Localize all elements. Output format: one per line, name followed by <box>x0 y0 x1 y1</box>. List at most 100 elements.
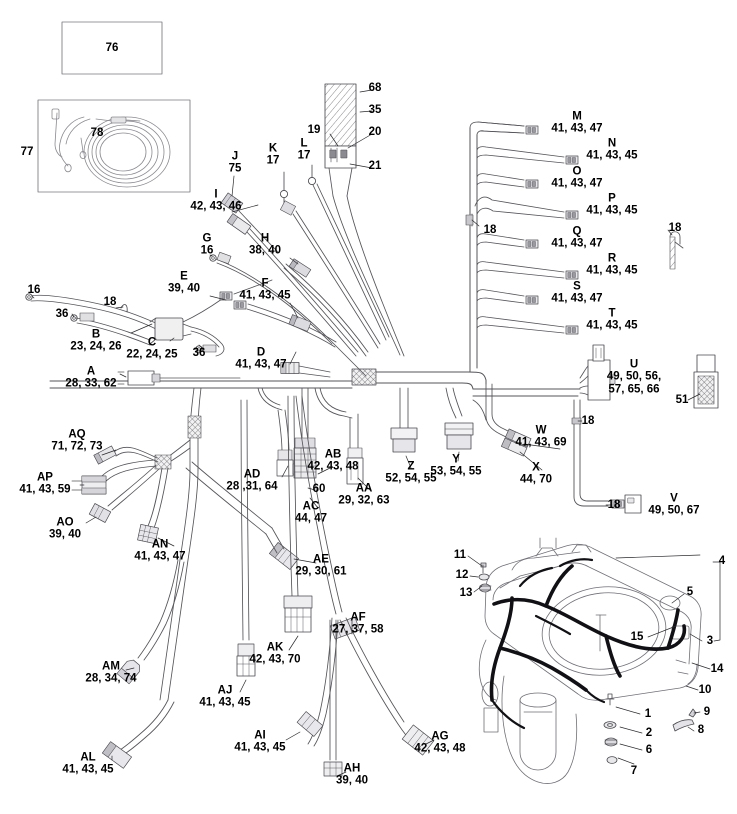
callout-12: 12 <box>456 569 469 581</box>
callout-key: X <box>532 461 540 474</box>
callout-key: 18 <box>668 221 682 234</box>
callout-key: A <box>86 365 96 378</box>
callout-18: 18 <box>608 499 621 511</box>
callout-key: 20 <box>368 125 382 138</box>
callout-key: R <box>607 252 617 265</box>
callout-35: 35 <box>369 104 382 116</box>
callout-15: 15 <box>631 631 644 643</box>
callout-key: J <box>231 150 239 163</box>
callout-20: 20 <box>369 126 382 138</box>
callout-parts: 53, 54, 55 <box>430 466 482 478</box>
callout-key: 36 <box>192 346 206 359</box>
callout-parts: 41, 43, 47 <box>551 238 603 250</box>
callout-parts: 17 <box>266 155 280 167</box>
callout-key: 51 <box>675 393 689 406</box>
callout-key: AC <box>302 500 320 513</box>
callout-parts: 27, 37, 58 <box>332 624 384 636</box>
callout-parts: 71, 72, 73 <box>51 441 103 453</box>
callout-key: F <box>261 277 269 290</box>
callout-key: W <box>535 424 547 437</box>
callout-key: 12 <box>455 568 469 581</box>
callout-60: 60 <box>313 483 326 495</box>
callout-key: N <box>607 137 617 150</box>
callout-key: O <box>572 165 582 178</box>
callout-parts: 41, 43, 47 <box>551 178 603 190</box>
callout-key: AI <box>254 729 266 742</box>
callout-14: 14 <box>711 663 724 675</box>
callout-key: AA <box>355 482 373 495</box>
callout-key: 10 <box>698 683 712 696</box>
callout-key: 4 <box>718 554 726 567</box>
callout-51: 51 <box>676 394 689 406</box>
callout-key: D <box>256 346 266 359</box>
callout-parts: 22, 24, 25 <box>126 349 178 361</box>
callout-key: 35 <box>368 103 382 116</box>
callout-19: 19 <box>308 124 321 136</box>
callout-parts: 39, 40 <box>49 529 81 541</box>
callout-key: AL <box>80 751 96 764</box>
callout-key: I <box>214 188 218 201</box>
callout-key: 11 <box>453 548 467 561</box>
callout-key: 8 <box>697 723 705 736</box>
callout-36: 36 <box>193 347 206 359</box>
callout-key: 5 <box>686 585 694 598</box>
callout-parts: 44, 70 <box>520 474 552 486</box>
callout-key: 15 <box>630 630 644 643</box>
callout-16: 16 <box>28 284 41 296</box>
callout-7: 7 <box>631 765 637 777</box>
callout-parts: 17 <box>297 150 311 162</box>
callout-parts: 28, 33, 62 <box>65 378 117 390</box>
callout-key: H <box>260 232 270 245</box>
callout-18: 18 <box>669 222 682 234</box>
callout-parts: 42, 43, 48 <box>307 461 359 473</box>
callout-key: M <box>572 110 582 123</box>
callout-key: AP <box>37 471 53 484</box>
callout-parts: 41, 43, 45 <box>234 742 286 754</box>
callout-6: 6 <box>646 744 652 756</box>
callout-21: 21 <box>369 160 382 172</box>
callout-key: AK <box>266 641 284 654</box>
callout-parts: 41, 43, 45 <box>586 265 638 277</box>
callout-key: E <box>180 270 188 283</box>
callout-key: 18 <box>103 295 117 308</box>
callout-2: 2 <box>646 727 652 739</box>
callout-parts: 41, 43, 47 <box>551 293 603 305</box>
callout-parts: 41, 43, 45 <box>586 205 638 217</box>
callout-key: K <box>268 142 278 155</box>
callout-parts: 41, 43, 45 <box>586 150 638 162</box>
callout-key: AQ <box>68 428 86 441</box>
callout-parts: 49, 50, 67 <box>648 505 700 517</box>
callout-parts: 39, 40 <box>336 775 368 787</box>
callout-key: AB <box>324 448 342 461</box>
callout-key: AE <box>313 553 329 566</box>
callout-key: AD <box>243 468 261 481</box>
callout-18: 18 <box>484 224 497 236</box>
callout-key: 7 <box>630 764 638 777</box>
callout-13: 13 <box>460 587 473 599</box>
callout-key: AH <box>343 762 361 775</box>
